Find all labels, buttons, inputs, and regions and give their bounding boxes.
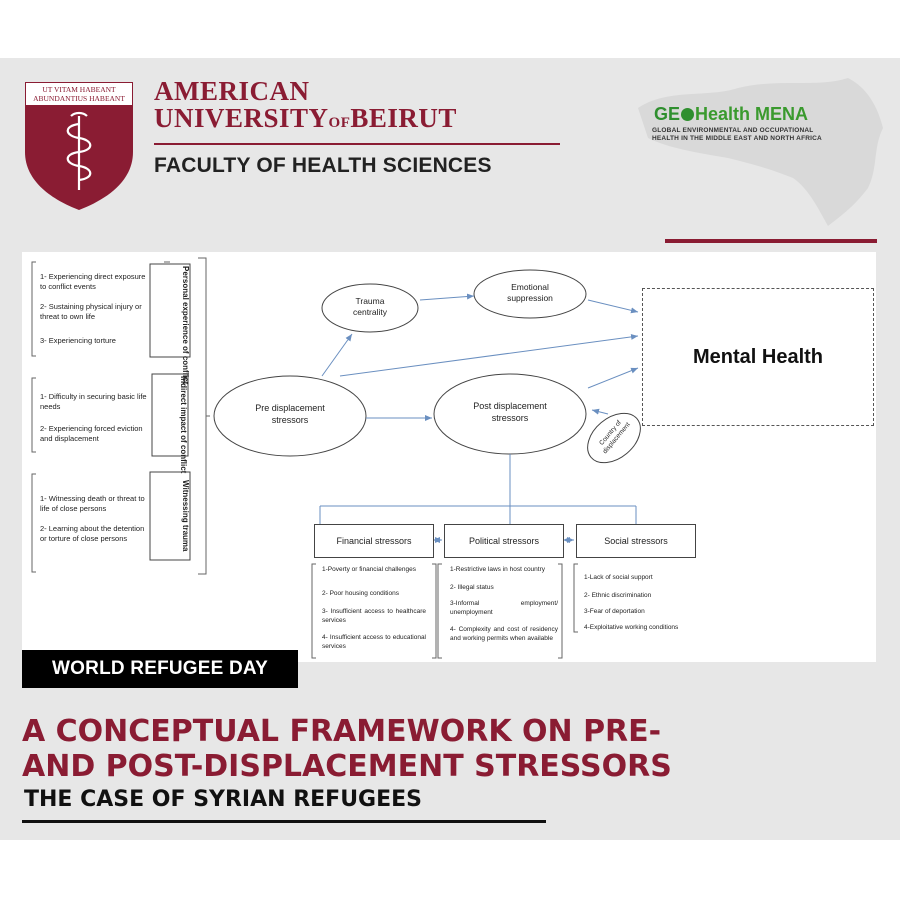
aub-divider	[154, 143, 560, 145]
group3-label: Witnessing trauma	[181, 480, 190, 552]
subtitle-underline	[22, 820, 546, 823]
geohealth-subtitle: GLOBAL ENVIRONMENTAL AND OCCUPATIONAL HE…	[652, 127, 822, 143]
social-item4: 4-Exploitative working conditions	[584, 624, 679, 631]
group1-item3: 3- Experiencing torture	[40, 336, 116, 345]
group2-item2: 2- Experiencing forced eviction and disp…	[40, 424, 143, 443]
faculty-name: FACULTY OF HEALTH SCIENCES	[154, 154, 492, 177]
aub-name: AMERICAN UNIVERSITYOFBEIRUT	[154, 78, 457, 137]
political-item2: 2- Illegal status	[450, 584, 494, 591]
geo-divider	[665, 239, 877, 243]
geo-logo-text-a: GE	[654, 104, 681, 124]
emotional-suppression-node: Emotional suppression	[507, 282, 553, 303]
group3-item2: 2- Learning about the detention or tortu…	[40, 524, 145, 543]
social-item3: 3-Fear of deportation	[584, 608, 645, 615]
globe-icon	[681, 108, 695, 121]
political-item4: 4- Complexity and cost of residency and …	[450, 626, 558, 642]
financial-stressors-box: Financial stressors	[314, 524, 434, 558]
mena-map-graphic	[638, 78, 883, 226]
mental-health-box: Mental Health	[642, 288, 874, 426]
group1-label: Personal experience of conflict	[181, 266, 190, 385]
title-line1: A CONCEPTUAL FRAMEWORK ON PRE-	[22, 714, 662, 749]
group3-item1: 1- Witnessing death or threat to life of…	[40, 494, 145, 513]
aub-line2c: BEIRUT	[350, 103, 457, 133]
diagram-connectors	[31, 257, 641, 659]
framework-diagram: 1- Experiencing direct exposure to confl…	[22, 252, 876, 662]
group1-item2: 2- Sustaining physical injury or threat …	[40, 302, 142, 321]
motto-line1: UT VITAM HABEANT	[42, 85, 116, 94]
trauma-centrality-node: Trauma centrality	[352, 296, 387, 317]
social-item2: 2- Ethnic discrimination	[584, 592, 652, 599]
social-item1: 1-Lack of social support	[584, 574, 653, 581]
aub-line2b: OF	[328, 115, 351, 131]
financial-item3: 3- Insufficient access to healthcare ser…	[322, 608, 426, 624]
geohealth-logo: GE Health MENA	[654, 104, 808, 125]
financial-item2: 2- Poor housing conditions	[322, 590, 399, 597]
political-item1: 1-Restrictive laws in host country	[450, 566, 546, 573]
political-item3: 3-Informal employment/ unemployment	[450, 600, 558, 616]
geo-sub-line2: HEALTH IN THE MIDDLE EAST AND NORTH AFRI…	[652, 135, 822, 142]
financial-item1: 1-Poverty or financial challenges	[322, 566, 416, 573]
social-stressors-box: Social stressors	[576, 524, 696, 558]
world-refugee-day-tag: WORLD REFUGEE DAY	[22, 650, 298, 688]
aub-line1: AMERICAN	[154, 76, 310, 106]
page-subtitle: THE CASE OF SYRIAN REFUGEES	[24, 787, 423, 812]
group2-item1: 1- Difficulty in securing basic life nee…	[40, 392, 147, 411]
title-line2: AND POST-DISPLACEMENT STRESSORS	[22, 749, 672, 784]
geo-sub-line1: GLOBAL ENVIRONMENTAL AND OCCUPATIONAL	[652, 127, 814, 134]
geo-logo-text-b: Health MENA	[695, 104, 809, 124]
group1-item1: 1- Experiencing direct exposure to confl…	[40, 272, 146, 291]
page-title: A CONCEPTUAL FRAMEWORK ON PRE- AND POST-…	[22, 714, 672, 784]
aub-shield-logo: UT VITAM HABEANT ABUNDANTIUS HABEANT	[25, 82, 133, 210]
political-stressors-box: Political stressors	[444, 524, 564, 558]
aub-line2a: UNIVERSITY	[154, 103, 329, 133]
pre-displacement-node: Pre displacement stressors	[255, 403, 325, 425]
group2-label: Indirect impact of conflict	[179, 376, 188, 474]
financial-item4: 4- Insufficient access to educational se…	[322, 634, 426, 650]
post-displacement-node: Post displacement stressors	[473, 401, 547, 423]
motto-line2: ABUNDANTIUS HABEANT	[33, 94, 125, 103]
